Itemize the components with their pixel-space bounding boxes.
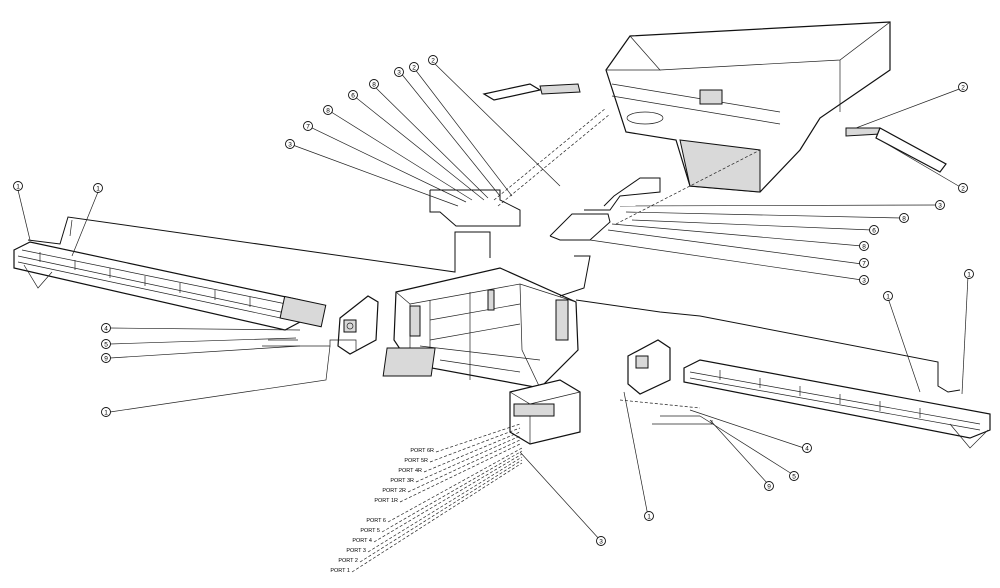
top-machine-housing (605, 21, 891, 193)
callout-top-3b: 3 (285, 139, 295, 149)
left-mount-bracket (337, 295, 379, 355)
svg-text:7: 7 (862, 261, 866, 268)
port-label: PORT 4R (398, 468, 422, 474)
port-label: PORT 1 (330, 568, 350, 574)
callout-left-1c: 1 (101, 407, 111, 417)
svg-text:3: 3 (938, 203, 942, 210)
port-label: PORT 1R (374, 498, 398, 504)
callout-right-1c: 1 (644, 511, 654, 521)
callout-top-8b: 8 (323, 105, 333, 115)
callout-top-2b: 2 (409, 62, 419, 72)
svg-text:6: 6 (351, 93, 355, 100)
callout-left-4: 4 (101, 323, 111, 333)
callout-top-7a: 7 (303, 121, 313, 131)
callout-top-8a: 8 (369, 79, 379, 89)
center-frame-assembly (382, 267, 579, 389)
callout-right-3b: 3 (859, 275, 869, 285)
port-label: PORT 6R (410, 448, 434, 454)
port-label: PORT 3R (390, 478, 414, 484)
port-label: PORT 2 (338, 558, 358, 564)
right-hose-route (575, 299, 961, 425)
right-boom-arm (683, 359, 991, 449)
svg-text:4: 4 (805, 446, 809, 453)
left-boom-arm (13, 241, 327, 331)
right-arm (845, 127, 947, 173)
callout-right-1b: 1 (883, 291, 893, 301)
callout-right-2a: 2 (958, 82, 968, 92)
callout-left-5: 5 (101, 339, 111, 349)
callout-leaders (17, 61, 969, 541)
callout-right-5: 5 (789, 471, 799, 481)
svg-text:1: 1 (886, 294, 890, 301)
svg-text:3: 3 (599, 539, 603, 546)
callout-top-3a: 3 (394, 67, 404, 77)
svg-text:9: 9 (767, 484, 771, 491)
svg-text:8: 8 (862, 244, 866, 251)
svg-text:8: 8 (326, 108, 330, 115)
port-label: PORT 4 (352, 538, 372, 544)
port-label: PORT 6 (366, 518, 386, 524)
svg-text:5: 5 (792, 474, 796, 481)
callout-right-4: 4 (802, 443, 812, 453)
svg-text:6: 6 (872, 228, 876, 235)
svg-text:8: 8 (372, 82, 376, 89)
svg-text:5: 5 (104, 342, 108, 349)
callout-left-9: 9 (101, 353, 111, 363)
svg-text:7: 7 (306, 124, 310, 131)
top-hose-route (429, 107, 761, 297)
callout-right-1a: 1 (964, 269, 974, 279)
svg-text:8: 8 (902, 216, 906, 223)
port-label: PORT 2R (382, 488, 406, 494)
callout-right-2b: 2 (958, 183, 968, 193)
callout-left-1b: 1 (93, 183, 103, 193)
svg-text:2: 2 (431, 58, 435, 65)
svg-text:4: 4 (104, 326, 108, 333)
callout-right-3a: 3 (935, 200, 945, 210)
svg-text:3: 3 (288, 142, 292, 149)
port-manifold-box (509, 379, 581, 445)
svg-text:3: 3 (397, 70, 401, 77)
svg-text:9: 9 (104, 356, 108, 363)
svg-text:1: 1 (96, 186, 100, 193)
svg-text:1: 1 (647, 514, 651, 521)
svg-text:2: 2 (412, 65, 416, 72)
callout-top-6a: 6 (348, 90, 358, 100)
left-hose-route (27, 216, 491, 350)
callout-top-2a: 2 (428, 55, 438, 65)
right-mount-bracket (627, 339, 671, 395)
callout-right-7: 7 (859, 258, 869, 268)
callout-left-1a: 1 (13, 181, 23, 191)
callout-right-6: 6 (869, 225, 879, 235)
top-left-arm (482, 83, 581, 101)
svg-text:3: 3 (862, 278, 866, 285)
svg-text:1: 1 (104, 410, 108, 417)
port-labels-lower: PORT 6 PORT 5 PORT 4 PORT 3 PORT 2 PORT … (330, 518, 386, 574)
svg-text:1: 1 (16, 184, 20, 191)
svg-text:2: 2 (961, 85, 965, 92)
callout-right-9: 9 (764, 481, 774, 491)
callout-right-8b: 8 (859, 241, 869, 251)
port-label: PORT 5 (360, 528, 380, 534)
port-label: PORT 5R (404, 458, 428, 464)
callout-right-8a: 8 (899, 213, 909, 223)
port-labels-upper: PORT 6R PORT 5R PORT 4R PORT 3R PORT 2R … (374, 448, 434, 504)
port-label: PORT 3 (346, 548, 366, 554)
port-leader-lines (351, 423, 523, 573)
svg-text:2: 2 (961, 186, 965, 193)
callout-bottom-3: 3 (596, 536, 606, 546)
svg-text:1: 1 (967, 272, 971, 279)
